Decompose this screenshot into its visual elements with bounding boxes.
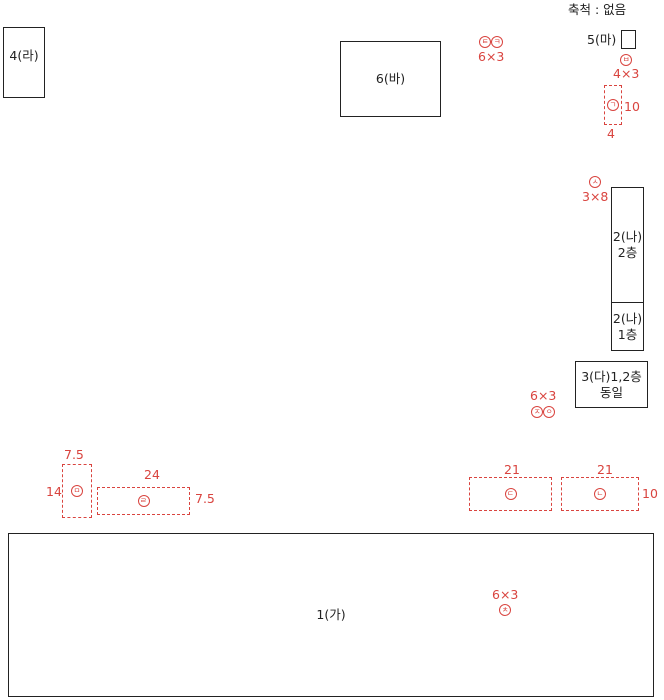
symbol-jieut: ㅈ — [531, 405, 544, 418]
mark-tieut-kieuk-size: 6×3 — [478, 49, 505, 64]
building-2-floor-1-line1: 2(나) — [612, 310, 643, 326]
symbol-giyeok: ㄱ — [607, 99, 619, 111]
symbol-chieut: ㅊ — [499, 604, 512, 616]
building-2-floor-2-line2: 2층 — [617, 245, 638, 260]
building-3-line1: 3(다)1,2층 — [581, 368, 642, 384]
building-1-label: 1(가) — [316, 607, 346, 622]
building-3-line2: 동일 — [599, 384, 623, 400]
mark-giyeok-area: ㄱ — [604, 85, 622, 125]
mark-nieun-height: 10 — [642, 486, 658, 501]
mark-mieum-height: 14 — [46, 484, 62, 499]
building-2-floor-2-line1: 2(나) — [612, 229, 643, 244]
mark-siot-size: 3×8 — [582, 189, 609, 204]
mark-bieup-size: 4×3 — [613, 66, 640, 81]
building-2-floor-1-line2: 1층 — [617, 326, 638, 342]
mark-rieul-width: 24 — [144, 467, 160, 482]
symbol-rieul: ㄹ — [137, 495, 150, 507]
mark-digeut-area: ㄷ — [469, 477, 552, 511]
mark-siot: ㅅ 3×8 — [582, 176, 608, 204]
mark-giyeok-width: 4 — [607, 126, 615, 141]
symbol-bieup: ㅂ — [620, 54, 633, 66]
symbol-nieun: ㄴ — [594, 488, 606, 500]
mark-giyeok-height: 10 — [624, 99, 640, 114]
building-6-label: 6(바) — [375, 71, 406, 86]
symbol-tieut: ㅌ — [479, 35, 492, 48]
building-4: 4(라) — [3, 27, 45, 98]
mark-chieut: 6×3 ㅊ — [492, 588, 518, 616]
mark-digeut-width: 21 — [504, 462, 520, 477]
mark-chieut-size: 6×3 — [492, 587, 519, 602]
mark-rieul-area: ㄹ — [97, 487, 190, 515]
building-5 — [621, 30, 636, 49]
mark-mieum-width: 7.5 — [64, 447, 84, 462]
building-2-floor-1: 2(나) 1층 — [611, 302, 644, 351]
symbol-ieung: ㅇ — [543, 405, 556, 418]
symbol-digeut: ㄷ — [504, 488, 517, 500]
mark-bieup: ㅂ 4×3 — [613, 54, 639, 81]
mark-nieun-area: ㄴ — [561, 477, 639, 511]
symbol-mieum: ㅁ — [71, 485, 83, 497]
mark-jieut-ieung-size: 6×3 — [530, 388, 557, 403]
mark-rieul-height: 7.5 — [195, 491, 215, 506]
mark-mieum-area: ㅁ — [62, 464, 92, 518]
building-1: 1(가) — [8, 533, 654, 697]
scale-note: 축척 : 없음 — [568, 2, 627, 17]
symbol-kieuk: ㅋ — [491, 35, 504, 48]
building-4-label: 4(라) — [9, 48, 39, 63]
symbol-siot: ㅅ — [589, 176, 602, 188]
building-6: 6(바) — [340, 41, 441, 117]
building-5-label: 5(마) — [587, 32, 617, 47]
building-2-floor-2: 2(나) 2층 — [611, 187, 644, 303]
building-3: 3(다)1,2층 동일 — [575, 361, 648, 408]
mark-nieun-width: 21 — [597, 462, 613, 477]
